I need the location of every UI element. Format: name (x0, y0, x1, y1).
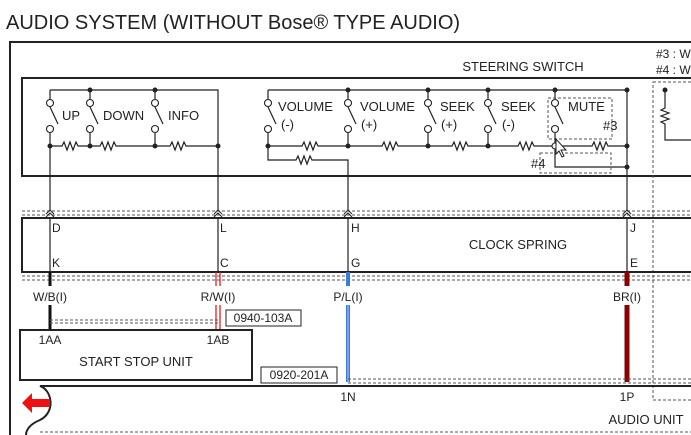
clock-spring-label: CLOCK SPRING (469, 237, 567, 252)
switch-seek-minus-sub: (-) (502, 117, 515, 132)
connector-label-box-2 (260, 366, 338, 384)
pin-c: C (220, 256, 229, 270)
mute-variant-3-box (547, 97, 613, 140)
switch-seek-minus-label: SEEK (501, 99, 536, 114)
steering-switch-label: STEERING SWITCH (462, 59, 583, 74)
connector-label-box-1 (225, 309, 302, 327)
start-stop-unit-box (19, 329, 253, 381)
start-stop-unit-label: START STOP UNIT (79, 354, 193, 369)
pin-e: E (630, 256, 638, 270)
wire-label-br: BR(I) (613, 290, 641, 304)
switch-seek-plus-sub: (+) (441, 117, 457, 132)
wire-r-w (215, 272, 221, 330)
wire-label-w-b: W/B(I) (33, 290, 67, 304)
pin-j: J (630, 221, 636, 235)
mark-3: #3 (603, 118, 617, 133)
clock-spring-box (21, 217, 691, 273)
switch-info-label: INFO (168, 108, 199, 123)
pin-h: H (351, 221, 360, 235)
switch-volume-minus-sub: (-) (281, 117, 294, 132)
mark-4: #4 (531, 156, 545, 171)
switch-volume-minus-label: VOLUME (278, 99, 333, 114)
switch-down-label: DOWN (103, 108, 144, 123)
audio-unit-box (25, 385, 691, 435)
audio-unit-label: AUDIO UNIT (608, 412, 683, 427)
clock-spring-internal-wires (49, 218, 628, 272)
resistor-chain (50, 140, 218, 152)
note-3: #3 : W (656, 47, 691, 61)
pin-1p: 1P (620, 390, 635, 404)
diagram-title: AUDIO SYSTEM (WITHOUT Bose® TYPE AUDIO) (6, 12, 460, 34)
switch-group-left: UP DOWN INFO (45, 87, 221, 152)
connector-line-bottom (22, 275, 691, 281)
pin-g: G (351, 256, 360, 270)
connector-chevrons (45, 209, 632, 218)
connector-line-top (22, 210, 691, 216)
note-4: #4 : W (656, 63, 691, 77)
back-arrow-icon[interactable] (22, 393, 50, 413)
pin-1aa: 1AA (39, 333, 62, 347)
steering-switch-box (21, 77, 691, 177)
pin-d: D (52, 221, 61, 235)
switch-seek-plus-label: SEEK (440, 99, 475, 114)
connector-label-1: 0940-103A (234, 311, 293, 325)
connector-label-2: 0920-201A (270, 368, 329, 382)
outer-frame (9, 41, 691, 435)
pin-1n: 1N (340, 390, 355, 404)
pin-1ab: 1AB (207, 333, 230, 347)
pin-k: K (52, 256, 60, 270)
switch-mute-label: MUTE (568, 99, 605, 114)
connector-line-audio (348, 378, 691, 384)
variant-dashed-box (652, 81, 691, 401)
wires-to-clock-spring (49, 146, 219, 211)
wire-label-p-l: P/L(I) (333, 290, 362, 304)
connector-line-ssu (50, 319, 218, 324)
pin-l: L (220, 221, 227, 235)
switch-volume-plus-sub: (+) (361, 117, 377, 132)
mouse-cursor-icon (555, 137, 568, 158)
mute-variant-4-box (539, 152, 612, 174)
wire-label-r-w: R/W(I) (201, 290, 236, 304)
variant-resistor (659, 90, 691, 141)
switch-up-label: UP (62, 108, 80, 123)
switch-group-right: VOLUME (-) VOLUME (+) SEEK (+) SEEK (-) … (263, 87, 630, 211)
switch-volume-plus-label: VOLUME (360, 99, 415, 114)
